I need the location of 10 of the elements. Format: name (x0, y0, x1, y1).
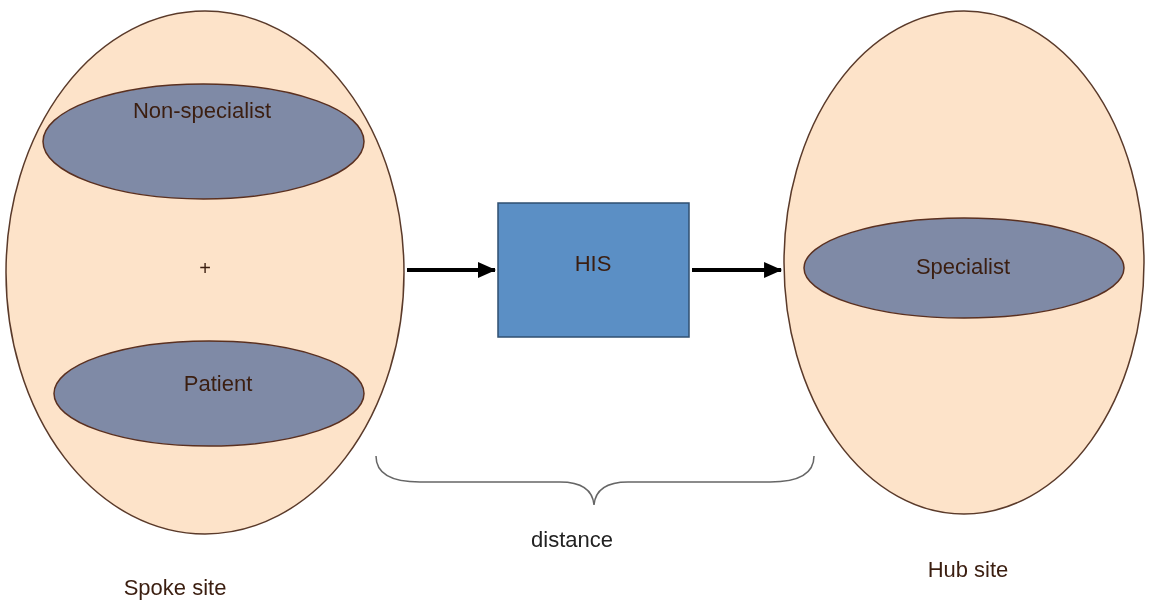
arrow (407, 262, 496, 278)
node-label: HIS (574, 251, 612, 277)
node-label: Specialist (915, 254, 1011, 280)
node-label: Patient (183, 371, 253, 397)
distance-label: distance (531, 527, 613, 553)
site-label: Spoke site (123, 575, 227, 601)
node-label: Non-specialist (132, 98, 272, 124)
plus-sign: + (199, 256, 211, 280)
arrow (692, 262, 783, 278)
site-label: Hub site (927, 557, 1009, 583)
